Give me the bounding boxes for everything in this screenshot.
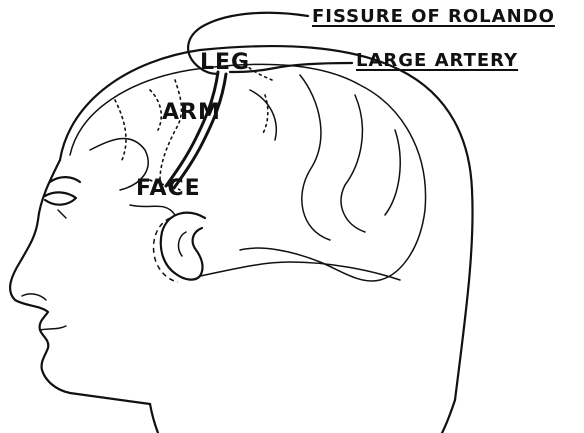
- mouth: [40, 326, 66, 330]
- eye: [45, 192, 76, 204]
- brain-fold: [341, 95, 365, 232]
- nostril: [22, 294, 46, 300]
- motor-area-boundary: [160, 80, 181, 180]
- eyebrow: [50, 177, 80, 182]
- leg-region-label: LEG: [200, 52, 250, 74]
- neck-line: [150, 404, 158, 433]
- brain-outline: [70, 64, 426, 281]
- motor-area-boundary: [115, 100, 126, 160]
- brain-fold: [130, 205, 175, 215]
- brain-fold: [385, 130, 400, 215]
- neck-line: [442, 400, 455, 433]
- face-profile: [10, 160, 150, 404]
- motor-area-boundary: [150, 90, 161, 130]
- ear: [161, 213, 205, 280]
- eye-lash: [58, 210, 66, 218]
- face-region-label: FACE: [136, 178, 201, 200]
- skull-outline: [60, 46, 473, 400]
- large-artery-label: LARGE ARTERY: [356, 52, 518, 70]
- fissure-of-rolando-label: FISSURE OF ROLANDO: [312, 8, 555, 26]
- arm-region-label: ARM: [162, 102, 221, 124]
- brain-fold: [300, 75, 330, 240]
- ear-detail: [179, 232, 186, 256]
- jaw-line: [200, 262, 400, 280]
